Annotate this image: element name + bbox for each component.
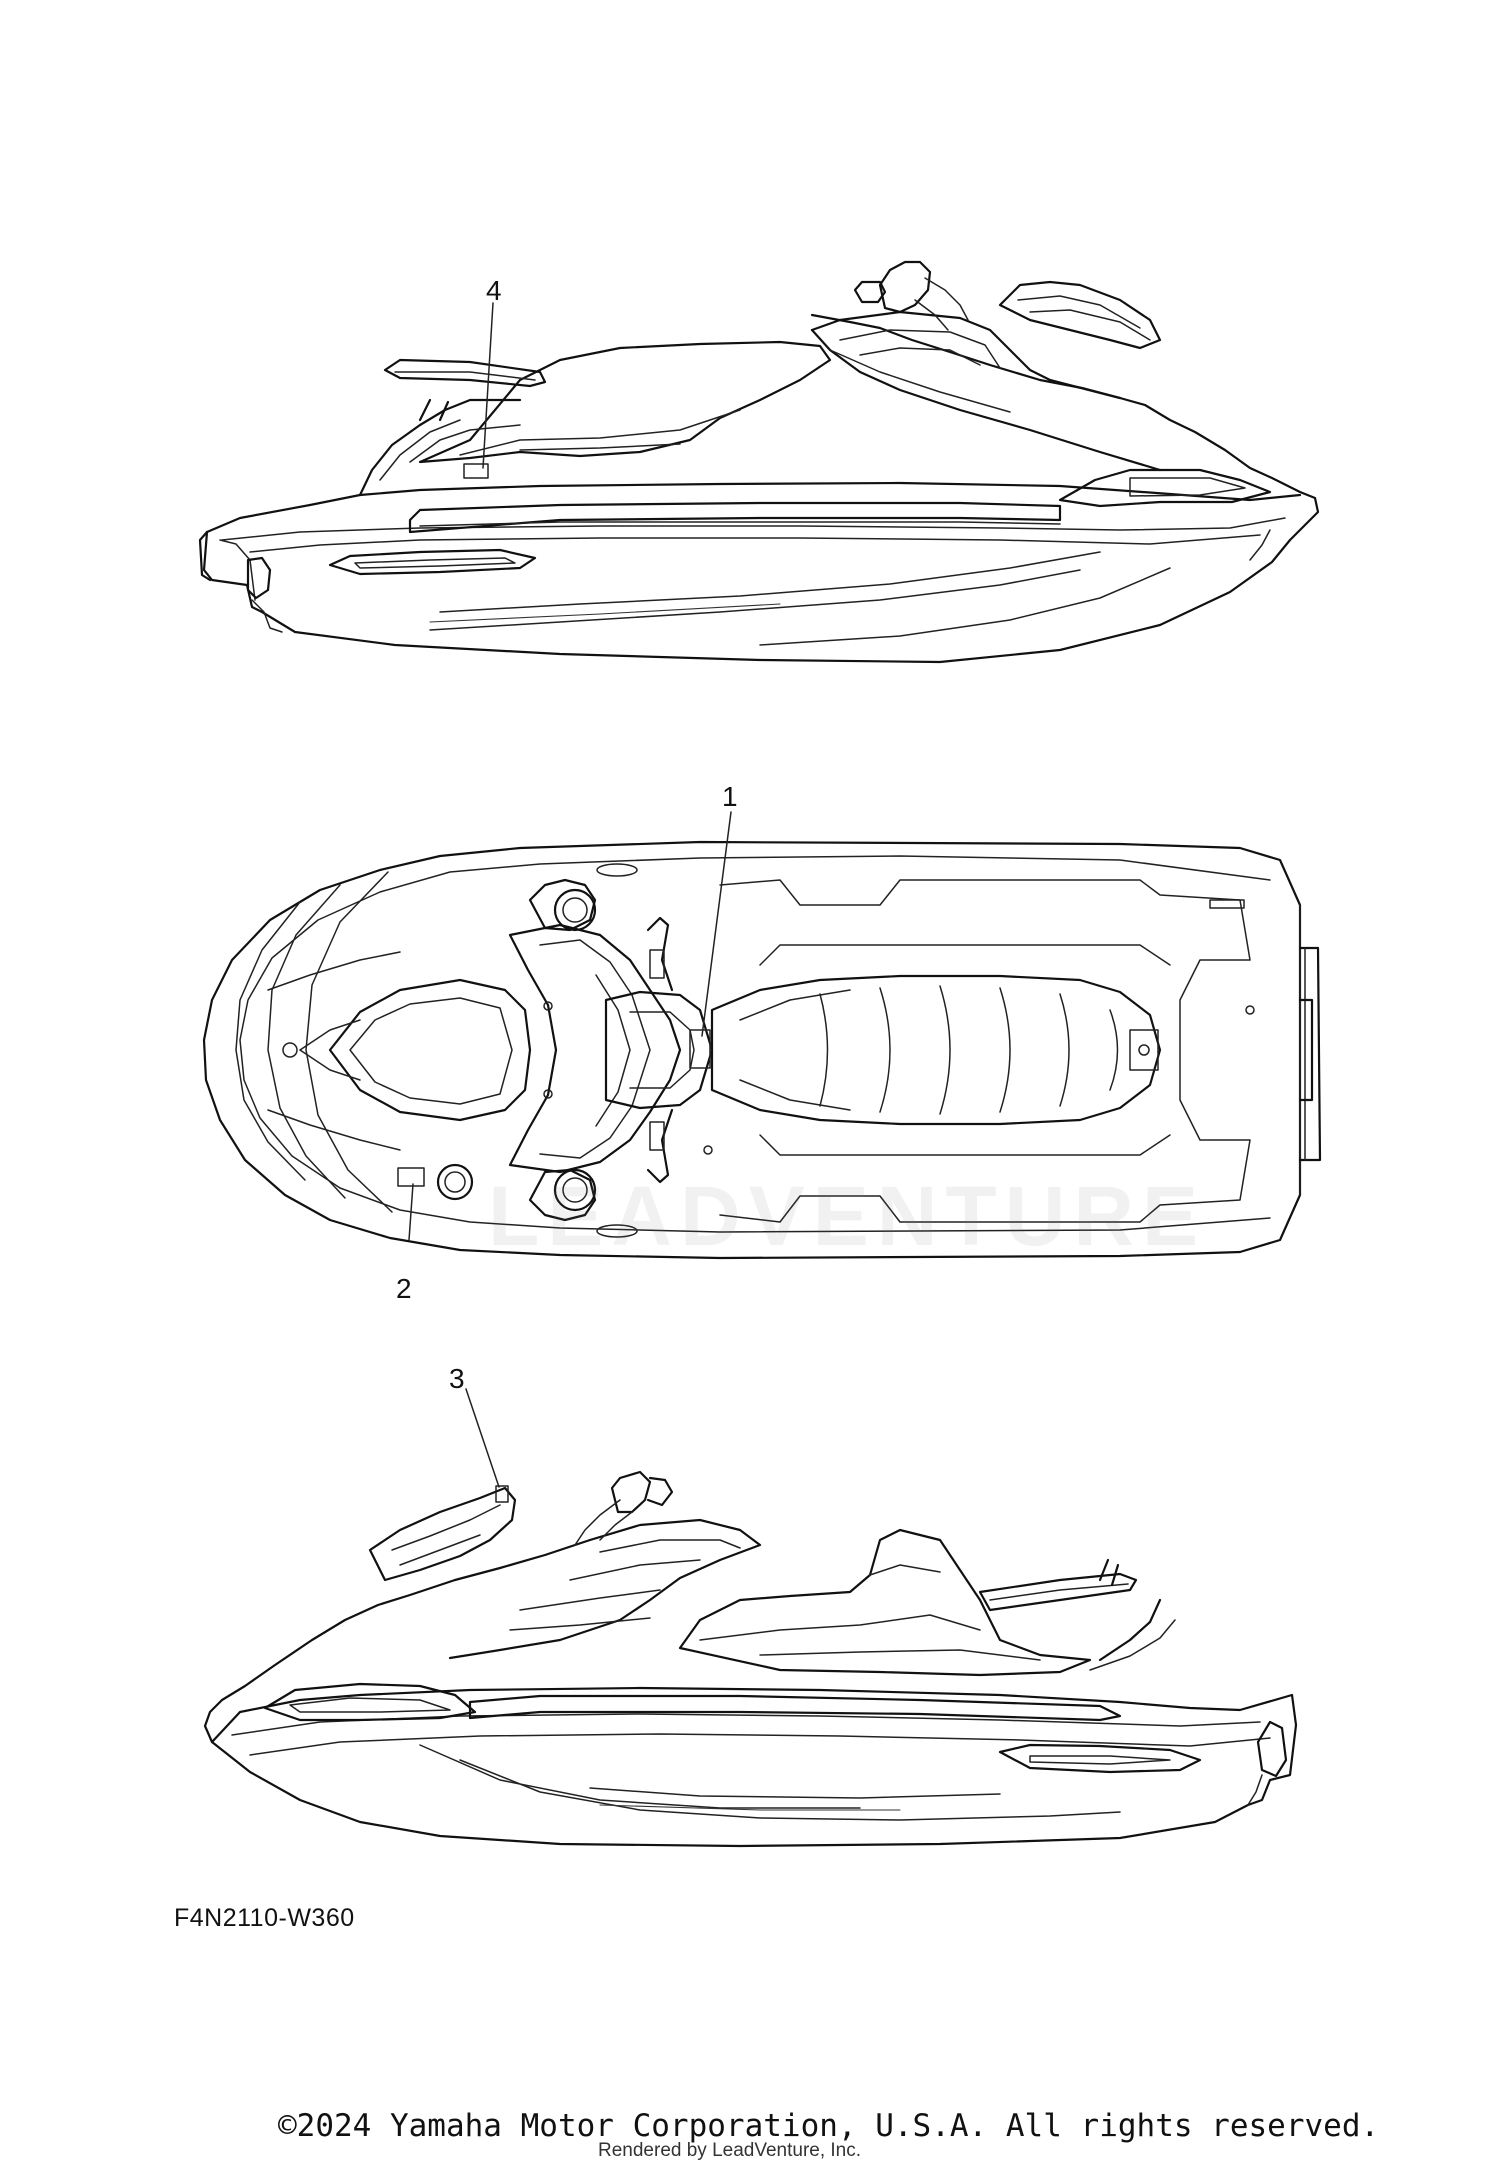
callout-4: 4 xyxy=(486,275,502,306)
watercraft-side-view-starboard xyxy=(198,260,1320,664)
callout-1: 1 xyxy=(722,781,738,812)
rendered-by-notice: Rendered by LeadVenture, Inc. xyxy=(598,2140,862,2161)
leader-line-4 xyxy=(482,302,494,469)
decal-3-marker xyxy=(495,1485,509,1503)
leader-line-2 xyxy=(408,1183,414,1241)
copyright-notice: ©2024 Yamaha Motor Corporation, U.S.A. A… xyxy=(278,2108,1380,2144)
watermark: LEADVENTURE xyxy=(488,1169,1207,1263)
leader-line-1 xyxy=(701,811,732,1037)
callout-2: 2 xyxy=(396,1273,412,1304)
watercraft-side-view-port xyxy=(203,1470,1298,1848)
figure-code: F4N2110-W360 xyxy=(174,1904,355,1932)
callout-leaders xyxy=(408,302,732,1488)
decal-2-marker xyxy=(397,1167,425,1187)
leader-line-3 xyxy=(465,1388,500,1488)
decal-1-marker xyxy=(689,1029,711,1069)
watercraft-top-view xyxy=(202,840,1322,1260)
decal-4-marker xyxy=(463,463,489,479)
callout-3: 3 xyxy=(449,1363,465,1394)
